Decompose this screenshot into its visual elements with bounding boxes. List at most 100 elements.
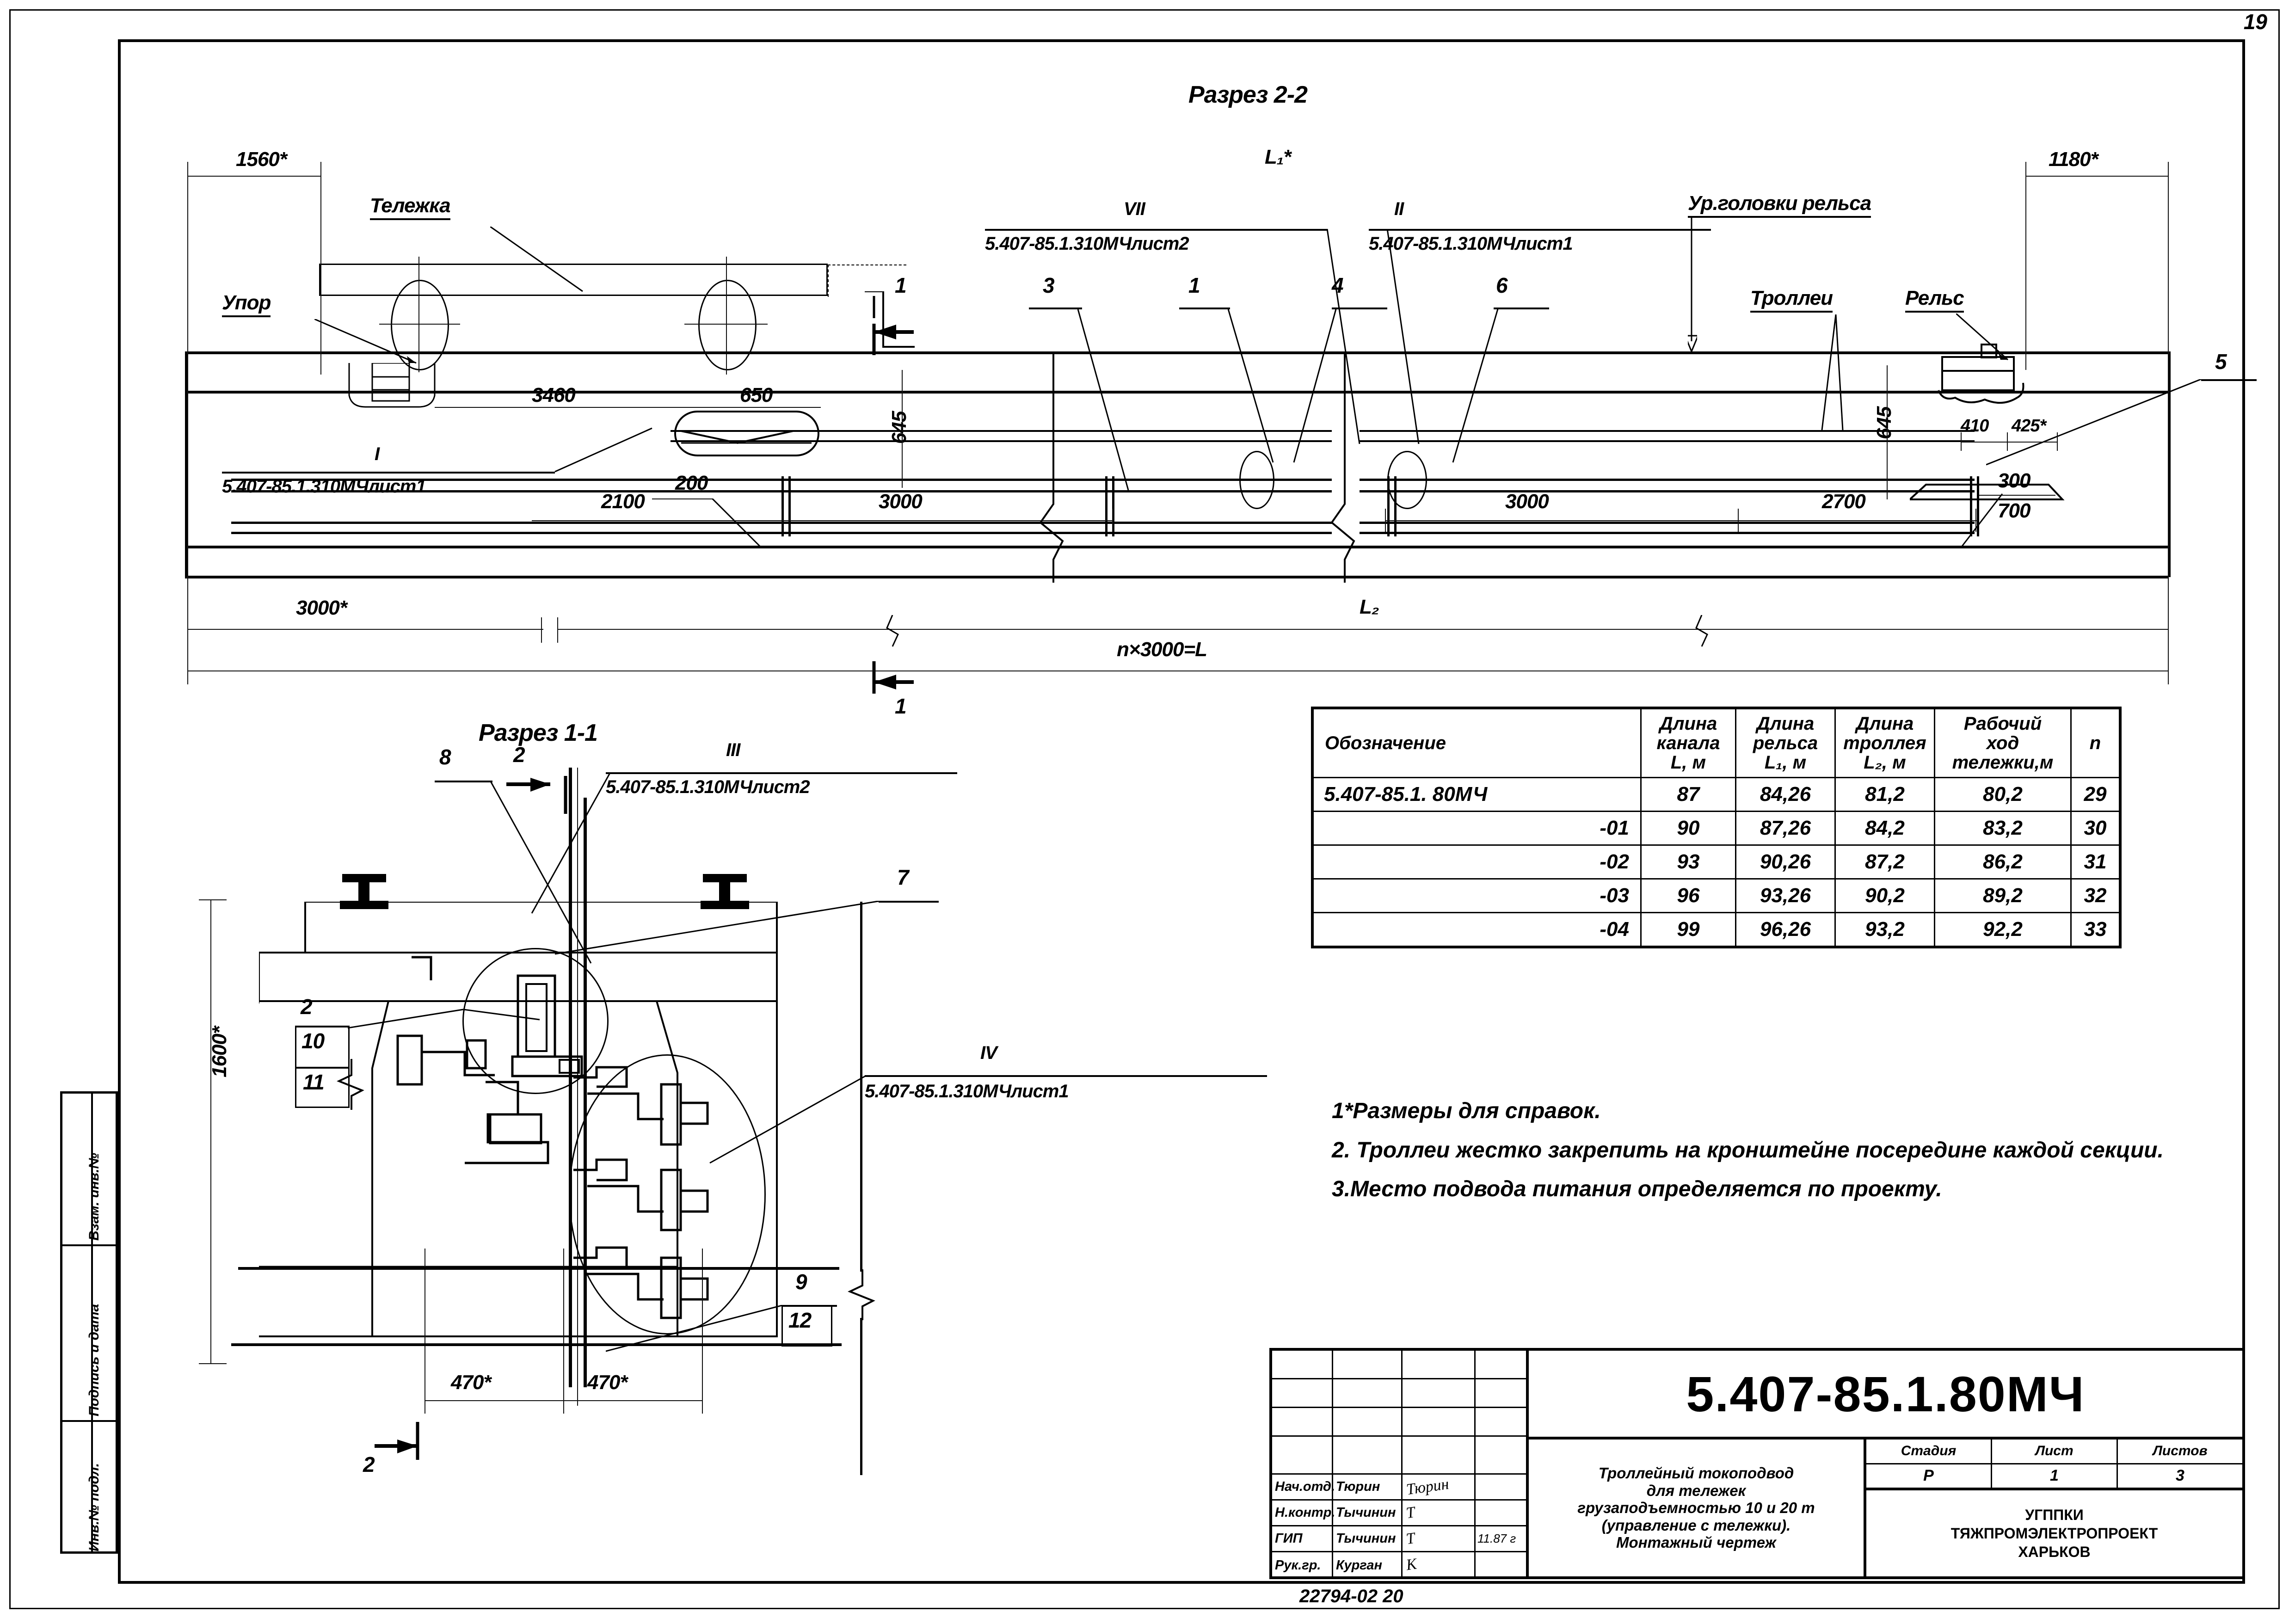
dim-line-410-425 <box>1961 442 2058 443</box>
tb-b4-c1 <box>1272 1437 1333 1473</box>
cell-trolley-length-1: 84,2 <box>1834 811 1935 846</box>
cell-n-0: 29 <box>2070 777 2121 812</box>
stage-col-0: Стадия Р <box>1866 1439 1992 1488</box>
dim-650: 650 <box>740 384 773 406</box>
trolley-bar-6b <box>1360 532 1975 534</box>
cell-n-3: 32 <box>2070 878 2121 913</box>
trolley-bar-1b <box>671 440 1332 442</box>
leader-ref-VII <box>1326 229 1360 444</box>
trolley-dashed-side <box>828 265 830 297</box>
dim-line-200 <box>652 498 712 499</box>
dim-line-1180 <box>2025 176 2169 177</box>
leader-trolleys <box>1821 314 1844 431</box>
item-rule-4 <box>1332 308 1387 309</box>
left-margin-divider <box>91 1094 93 1551</box>
dim-line-650 <box>724 407 821 408</box>
hanger-4 <box>1970 476 1972 536</box>
cell-working-stroke-3: 89,2 <box>1934 878 2072 913</box>
th-l2-line1: Длина <box>1756 714 1815 734</box>
ref-code-IV: 5.407-85.1.310МЧлист1 <box>865 1081 1069 1101</box>
tb-blank-row-2 <box>1272 1379 1526 1408</box>
item-rule-8 <box>435 781 492 782</box>
ref-code-III: 5.407-85.1.310МЧлист2 <box>606 777 810 797</box>
dim-line-3460 <box>435 407 749 408</box>
beam-top-rail-2 <box>701 874 749 909</box>
break-mark-left <box>1039 351 1064 583</box>
dim-200: 200 <box>675 472 708 494</box>
section-arrow-2-top <box>506 776 567 814</box>
cell-designation-3: -03 <box>1311 878 1642 913</box>
drawing-code: 5.407-85.1.80МЧ <box>1686 1366 2085 1422</box>
cell-trolley-length-4: 93,2 <box>1834 912 1935 948</box>
dim-line-3000star <box>187 629 543 630</box>
ref-roman-VII: VII <box>1124 199 1145 219</box>
current-collector <box>674 411 819 456</box>
tb-blank-row-3 <box>1272 1408 1526 1437</box>
dim-line-1560 <box>187 176 321 177</box>
dim-1600: 1600* <box>208 1026 231 1077</box>
th-l4-line1: Рабочий <box>1963 714 2042 734</box>
stop-block <box>348 363 436 408</box>
ref-roman-II: II <box>1394 199 1404 219</box>
struct-line-top <box>185 351 2169 354</box>
th-rail-length: Длина рельса L₁, м <box>1735 707 1836 778</box>
item-rule-3 <box>1029 308 1082 309</box>
dim-1600-line <box>210 899 211 1364</box>
struct-line-bottom-2 <box>185 576 2169 578</box>
wheel-axis-v-left <box>418 257 419 372</box>
cell-channel-length-3: 96 <box>1640 878 1736 913</box>
ref-rule-IV <box>865 1075 1267 1077</box>
th-l2-line3: L₁, м <box>1764 752 1807 773</box>
tb-b1-c4 <box>1476 1351 1526 1378</box>
title-block: Нач.отд. Тюрин Тюрин Н.контр. Тычинин Т … <box>1269 1348 2245 1579</box>
tb-date-2: 11.87 г <box>1477 1532 1516 1545</box>
leader-item-7 <box>555 901 881 955</box>
label-trolley: Тележка <box>370 194 451 220</box>
dim-1600-tick-top <box>199 899 227 900</box>
item-rule-7 <box>879 901 939 903</box>
dim-3460: 3460 <box>532 384 576 406</box>
tb-name-2: Тычинин <box>1333 1526 1403 1551</box>
item-box-divider <box>295 1067 350 1069</box>
org-line-0: УГППКИ <box>2025 1507 2084 1523</box>
wheel-axis-v-right <box>726 257 727 375</box>
section-mark-1-top: 1 <box>895 273 907 297</box>
break-mark-1-1-right <box>848 1269 875 1320</box>
break-mark-center <box>1330 351 1355 583</box>
left-margin-cell-3: Инв.№ подл. <box>62 1422 116 1556</box>
dim-tick-3000a-r <box>1112 509 1113 532</box>
drawing-code-cell: 5.407-85.1.80МЧ <box>1529 1351 2242 1439</box>
stage-header-0: Стадия <box>1866 1439 1991 1464</box>
dim-total-length: n×3000=L <box>1117 638 1207 661</box>
left-margin-label-2: Инв.№ подл. <box>86 1463 102 1551</box>
page-number: 19 <box>2243 10 2267 34</box>
vertical-support-b <box>584 798 587 1387</box>
desc-line-0: Троллейный токоподвод <box>1598 1464 1794 1482</box>
ref-roman-III: III <box>726 740 740 760</box>
organization-cell: УГППКИ ТЯЖПРОМЭЛЕКТРОПРОЕКТ ХАРЬКОВ <box>1866 1490 2242 1576</box>
note-2: 2. Троллеи жестко закрепить на кронштейн… <box>1332 1138 2164 1163</box>
left-margin-cell-2: Подпись и дата <box>62 1246 116 1422</box>
ref-rule-III <box>606 772 957 774</box>
stage-col-1: Лист 1 <box>1992 1439 2118 1488</box>
tb-b3-c3 <box>1403 1408 1476 1435</box>
tb-sign-1: Т <box>1403 1501 1476 1525</box>
leader-item-4 <box>1293 308 1337 463</box>
tb-b3-c2 <box>1333 1408 1403 1435</box>
detail-circle-1 <box>1239 451 1274 509</box>
dim-tick-425 <box>2057 432 2058 451</box>
org-line-1: ТЯЖПРОМЭЛЕКТРОПРОЕКТ <box>1950 1525 2158 1542</box>
ref-code-II: 5.407-85.1.310МЧлист1 <box>1369 234 1573 254</box>
leader-ref-II <box>1386 229 1420 444</box>
th-trolley-length: Длина троллея L₂, м <box>1834 707 1935 778</box>
th-working-stroke: Рабочий ход тележки,м <box>1934 707 2072 778</box>
cell-n-4: 33 <box>2070 912 2121 948</box>
trolley-bar-2b <box>1360 440 1975 442</box>
item-number-6: 6 <box>1496 273 1508 297</box>
cell-rail-length-2: 90,26 <box>1735 844 1836 880</box>
left-margin-stamp: Взам. инв.№ Подпись и дата Инв.№ подл. <box>60 1091 118 1554</box>
stage-value-1: 1 <box>2050 1467 2059 1485</box>
section-mark-1-bottom: 1 <box>895 694 907 718</box>
